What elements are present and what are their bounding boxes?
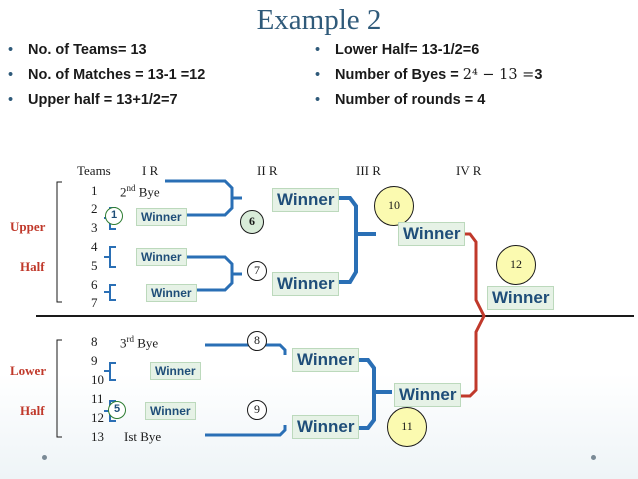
header-round-2: II R xyxy=(257,163,278,178)
final-bracket xyxy=(455,232,486,398)
team-number: 9 xyxy=(91,353,98,368)
team-number: 6 xyxy=(91,277,98,292)
winner-r2-match-6: Winner xyxy=(272,188,340,212)
match-circle-9: 9 xyxy=(247,400,267,420)
winner-r2-match-7: Winner xyxy=(272,272,340,296)
corner-dot-right xyxy=(591,455,596,460)
team-number: 12 xyxy=(91,410,104,425)
match-circle-1: 1 xyxy=(105,207,123,225)
upper-team-bracket xyxy=(56,181,62,303)
winner-r3-match-11: Winner xyxy=(394,383,462,407)
match-circle-10: 10 xyxy=(374,186,414,226)
label-lower-half: Half xyxy=(20,403,45,418)
bye-third: 3rd Bye xyxy=(120,334,159,351)
corner-dot-left xyxy=(42,455,47,460)
team-number: 7 xyxy=(91,295,98,310)
bullet-teams: •No. of Teams= 13 xyxy=(8,42,147,58)
match-circle-12: 12 xyxy=(496,245,536,285)
bracket-match-2 xyxy=(104,246,116,268)
slide-title: Example 2 xyxy=(256,4,382,36)
lower-team-bracket xyxy=(56,339,62,438)
match-circle-7: 7 xyxy=(247,261,267,281)
winner-r1-match-3: Winner xyxy=(146,284,197,302)
label-upper-half: Half xyxy=(20,259,45,274)
bullet-lower-half: •Lower Half= 13-1/2=6 xyxy=(315,42,480,58)
team-number: 3 xyxy=(91,220,98,235)
bullet-matches: •No. of Matches = 13-1 =12 xyxy=(8,67,206,83)
team-number: 11 xyxy=(91,391,104,406)
bullets-left: •No. of Teams= 13 •No. of Matches = 13-1… xyxy=(8,38,205,113)
bracket-r2-lower-top xyxy=(205,343,287,355)
byes-formula: 2⁴ − 13 = xyxy=(462,67,535,83)
bye-first: Ist Bye xyxy=(124,429,162,444)
bye-second: 2nd Bye xyxy=(120,183,160,200)
winner-r3-match-10: Winner xyxy=(398,222,466,246)
winner-r1-match-4: Winner xyxy=(150,362,201,380)
bullets-right: •Lower Half= 13-1/2=6 •Number of Byes = … xyxy=(315,38,542,113)
bracket-match-3 xyxy=(104,284,116,301)
bracket-r3-upper xyxy=(336,196,358,284)
team-number: 5 xyxy=(91,258,98,273)
label-upper: Upper xyxy=(10,219,46,234)
bracket-match-4 xyxy=(104,362,116,381)
team-number: 13 xyxy=(91,429,104,444)
match-circle-8: 8 xyxy=(247,331,267,351)
team-number: 4 xyxy=(91,239,98,254)
header-teams: Teams xyxy=(77,163,111,178)
winner-r2-match-9: Winner xyxy=(292,415,360,439)
header-round-4: IV R xyxy=(456,163,482,178)
header-round-3: III R xyxy=(356,163,381,178)
match-circle-11: 11 xyxy=(387,407,427,447)
bullet-rounds: •Number of rounds = 4 xyxy=(315,92,486,108)
team-number: 2 xyxy=(91,201,98,216)
match-circle-5: 5 xyxy=(108,401,126,419)
team-number: 1 xyxy=(91,183,98,198)
bullet-byes: •Number of Byes = 2⁴ − 13 =3 xyxy=(315,67,543,83)
winner-r2-match-8: Winner xyxy=(292,348,360,372)
header-round-1: I R xyxy=(142,163,159,178)
winner-r1-match-5: Winner xyxy=(145,402,196,420)
team-number: 8 xyxy=(91,334,98,349)
label-lower: Lower xyxy=(10,363,47,378)
bullet-upper-half: •Upper half = 13+1/2=7 xyxy=(8,92,178,108)
match-circle-6: 6 xyxy=(240,210,264,234)
winner-r1-match-1: Winner xyxy=(136,208,187,226)
winner-r1-match-2: Winner xyxy=(136,248,187,266)
bracket-r2-lower-bottom xyxy=(205,425,287,437)
team-number: 10 xyxy=(91,372,104,387)
winner-final: Winner xyxy=(487,286,555,310)
